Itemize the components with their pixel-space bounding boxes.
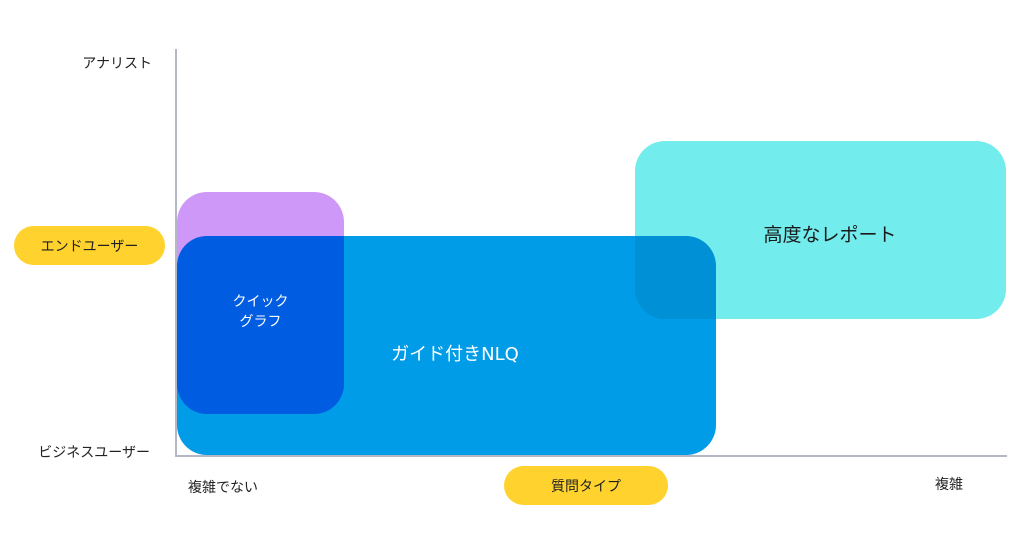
y-axis-title-pill: エンドユーザー [14, 226, 165, 265]
y-label-top: アナリスト [82, 56, 152, 72]
x-label-left: 複雑でない [188, 480, 258, 496]
x-label-right: 複雑 [935, 477, 963, 493]
x-axis-title-pill: 質問タイプ [504, 466, 668, 505]
region-quick-graph [177, 192, 344, 414]
region-label-quick-graph: クイック グラフ [232, 294, 289, 330]
region-label-advanced-report: 高度なレポート [763, 224, 897, 246]
x-axis-line [175, 455, 1007, 457]
y-axis-line [175, 49, 177, 457]
region-advanced-report [635, 141, 1006, 319]
y-label-bottom: ビジネスユーザー [38, 445, 150, 461]
region-label-guided-nlq: ガイド付きNLQ [391, 344, 519, 365]
